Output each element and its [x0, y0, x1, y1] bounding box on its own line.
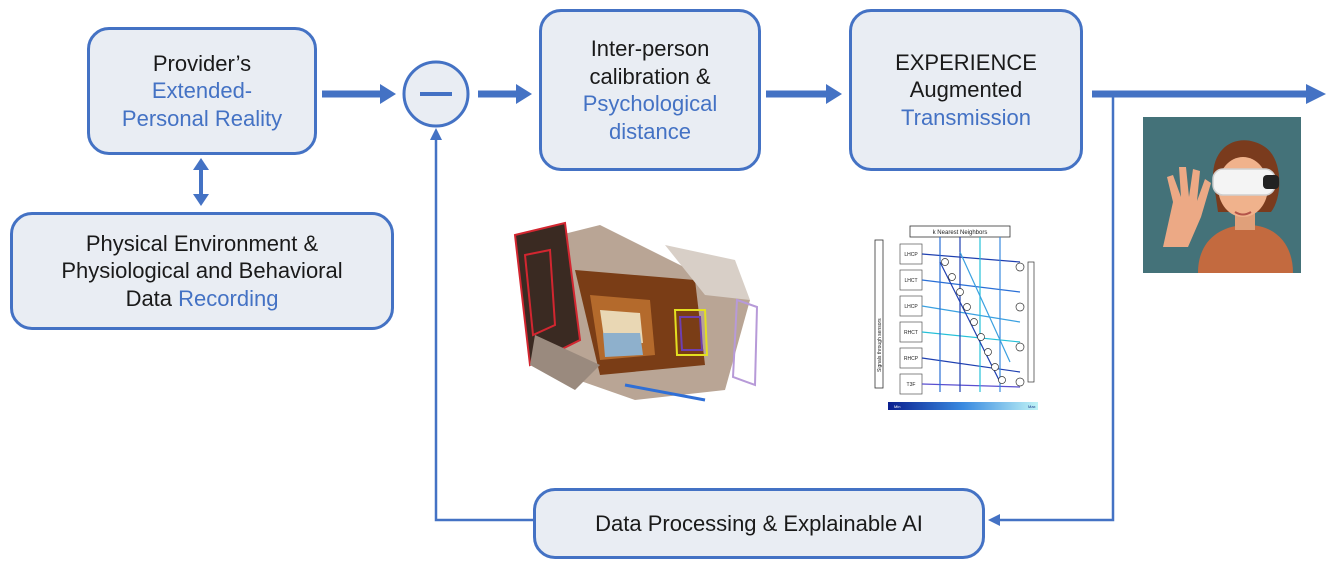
experience-line3: Transmission — [901, 104, 1031, 130]
provider-line3: Personal Reality — [121, 105, 283, 131]
arrow-experience-to-output — [1092, 84, 1326, 104]
network-side-label: Signals through sensors — [877, 318, 883, 372]
physical-line2: Physiological and Behavioral — [61, 258, 343, 284]
processing-box: Data Processing & Explainable AI — [533, 488, 985, 559]
network-block-2: LHCT — [904, 278, 917, 284]
experience-line2: Augmented — [909, 77, 1023, 103]
experience-box: EXPERIENCE Augmented Transmission — [849, 9, 1083, 171]
room-scan-image — [513, 221, 759, 402]
provider-line1: Provider’s — [152, 50, 252, 76]
subtract-junction — [402, 60, 470, 128]
colorbar-min: Min — [894, 404, 900, 409]
network-header: k Nearest Neighbors — [933, 230, 988, 236]
arrow-provider-to-subtract — [322, 84, 396, 104]
network-block-3: LHCP — [904, 304, 918, 310]
calibration-box: Inter-person calibration & Psychological… — [539, 9, 761, 171]
arrow-subtract-to-calibration — [478, 84, 532, 104]
network-block-4: RHCT — [904, 330, 918, 336]
vr-user-image — [1143, 117, 1301, 273]
experience-line1: EXPERIENCE — [895, 49, 1037, 75]
network-block-1: LHCP — [904, 252, 918, 258]
colorbar-max: Max — [1028, 404, 1036, 409]
physical-line3: Data Recording — [126, 285, 279, 313]
physical-line3-recording: Recording — [178, 285, 279, 311]
physical-line3-data: Data — [125, 285, 179, 311]
calibration-line4: distance — [609, 118, 691, 144]
network-figure: k Nearest Neighbors Signals through sens… — [870, 222, 1048, 412]
double-arrow-provider-physical — [193, 158, 209, 206]
feedback-arrow-to-processing — [988, 94, 1115, 526]
calibration-line2: calibration & — [589, 63, 711, 89]
network-block-5: RHCP — [904, 356, 919, 362]
provider-line2: Extended- — [151, 78, 253, 104]
calibration-line1: Inter-person — [590, 36, 710, 61]
network-block-6: T3F — [907, 382, 916, 388]
network-diagram: k Nearest Neighbors Signals through sens… — [870, 222, 1048, 412]
physical-line1: Physical Environment & — [85, 230, 319, 256]
arrow-calibration-to-experience — [766, 84, 842, 104]
provider-xr-box: Provider’s Extended- Personal Reality — [87, 27, 317, 155]
calibration-line3: Psychological — [582, 91, 718, 116]
feedback-arrow-to-subtract — [430, 128, 533, 522]
physical-recording-box: Physical Environment & Physiological and… — [10, 212, 394, 330]
processing-label: Data Processing & Explainable AI — [595, 510, 923, 536]
